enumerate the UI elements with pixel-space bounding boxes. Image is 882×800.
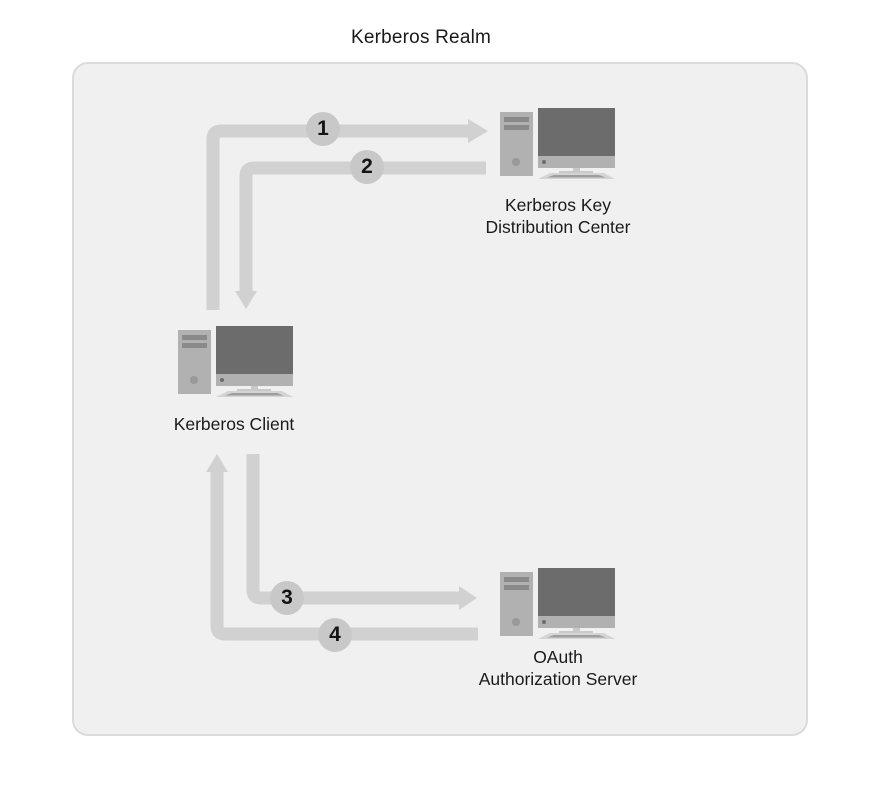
label-line: Kerberos Key [504,195,612,215]
desktop-computer-icon [178,324,293,398]
node-kerberos-client-label: Kerberos Client [114,413,354,435]
flow-2-badge: 2 [350,150,384,184]
flow-1-badge: 1 [306,112,340,146]
label-line: Authorization Server [478,669,638,689]
label-line: Distribution Center [485,217,631,237]
node-kerberos-kdc-label: Kerberos Key Distribution Center [438,194,678,238]
node-kerberos-kdc [500,106,615,180]
diagram-title: Kerberos Realm [350,27,492,48]
flow-4-badge: 4 [318,618,352,652]
flow-3-badge: 3 [270,581,304,615]
node-oauth-server-label: OAuth Authorization Server [438,646,678,690]
label-line: Kerberos Client [173,414,295,434]
kerberos-realm-boundary [72,62,808,736]
node-oauth-server [500,566,615,640]
node-kerberos-client [178,324,293,398]
desktop-computer-icon [500,566,615,640]
label-line: OAuth [533,647,583,667]
desktop-computer-icon [500,106,615,180]
